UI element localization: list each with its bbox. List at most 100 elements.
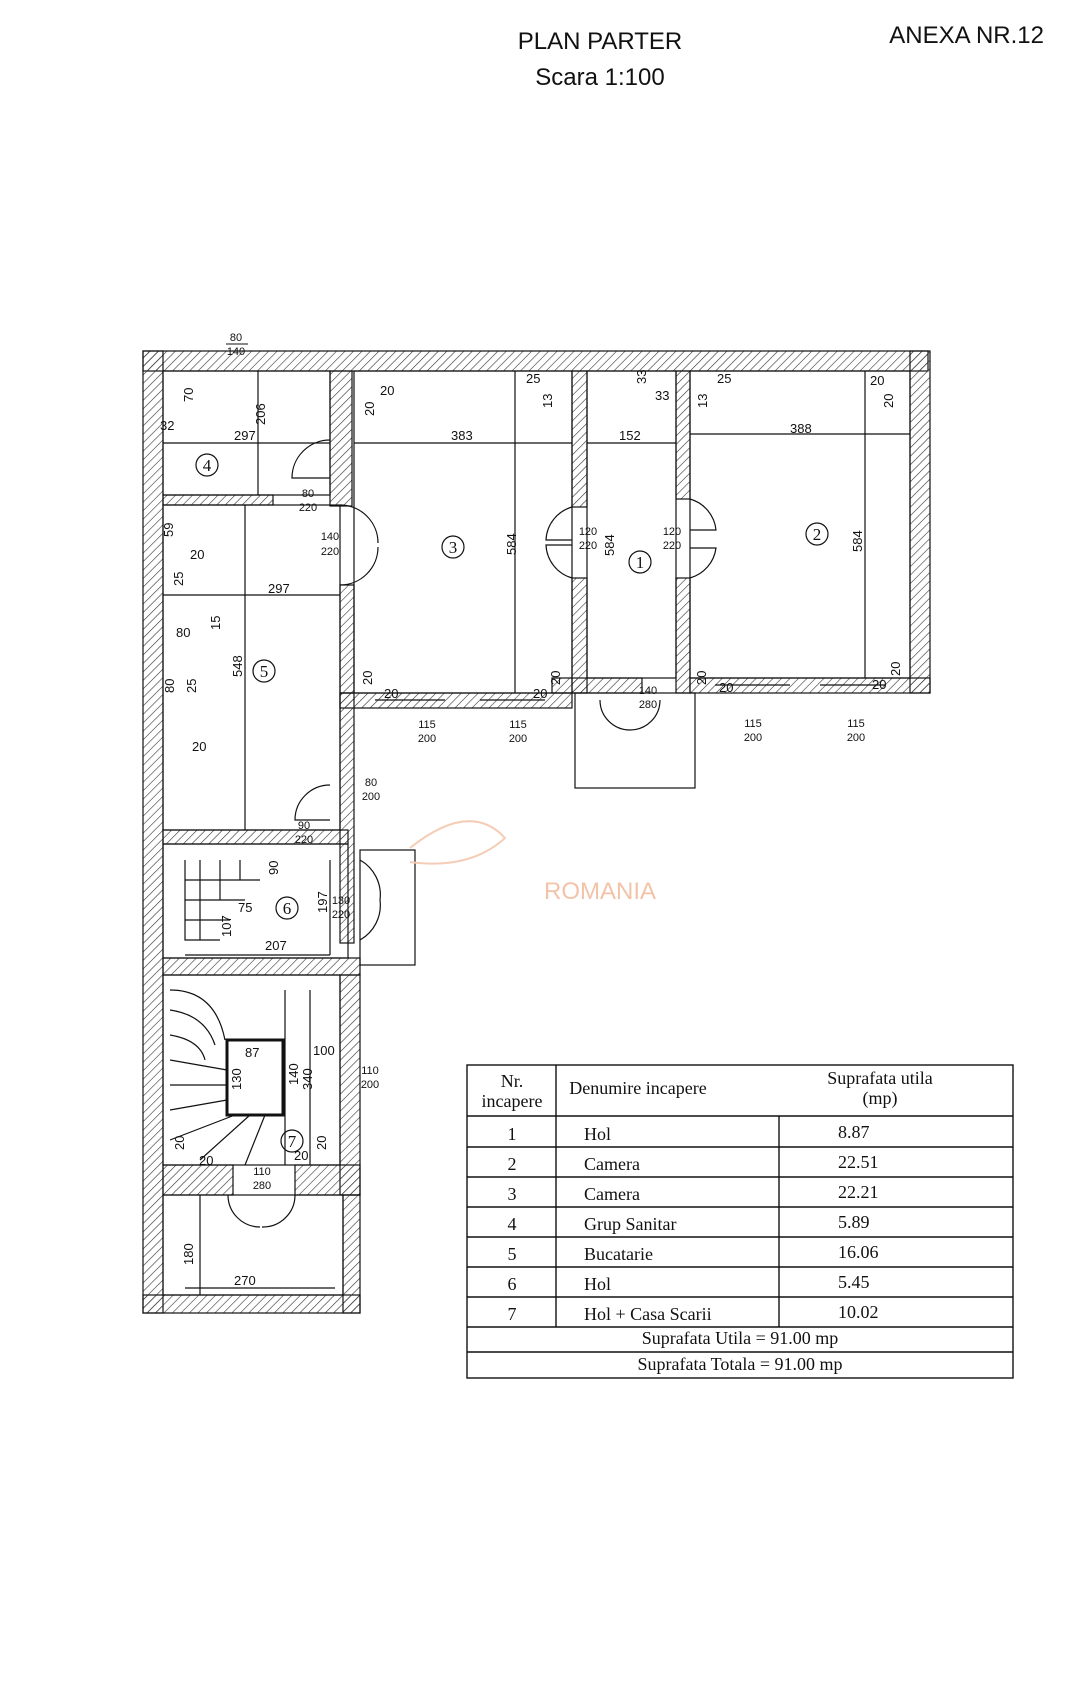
svg-text:2: 2	[813, 525, 822, 544]
dim-label: 20	[533, 686, 547, 701]
dim-label: 20	[294, 1148, 308, 1163]
dim-label: 140	[321, 531, 339, 543]
dim-label: 25	[171, 572, 186, 586]
dim-label: 340	[300, 1068, 315, 1090]
dim-label: 70	[181, 388, 196, 402]
room-number-7: 7	[280, 1129, 304, 1153]
dim-label: 297	[268, 581, 290, 596]
svg-text:8.87: 8.87	[838, 1122, 870, 1142]
svg-text:1: 1	[508, 1124, 517, 1144]
dim-label: 33	[634, 370, 649, 384]
total-area: Suprafata Totala = 91.00 mp	[637, 1354, 842, 1374]
dim-label: 220	[299, 502, 317, 514]
svg-text:3: 3	[508, 1184, 517, 1204]
table-row: 4 Grup Sanitar 5.89	[508, 1212, 870, 1234]
svg-text:22.21: 22.21	[838, 1182, 879, 1202]
dim-label: 80	[176, 625, 190, 640]
room-numbers: 4 3 1 2 5 6 7	[195, 453, 829, 1153]
dim-label: 20	[314, 1136, 329, 1150]
svg-text:Camera: Camera	[584, 1154, 640, 1174]
dim-label: 140	[639, 685, 657, 697]
dim-label: 220	[295, 834, 313, 846]
svg-text:4: 4	[508, 1214, 517, 1234]
dim-label: 180	[181, 1243, 196, 1265]
dim-label: 20	[199, 1153, 213, 1168]
dim-label: 20	[870, 373, 884, 388]
dim-label: 548	[230, 655, 245, 677]
col-header-nr-2: incapere	[482, 1091, 543, 1111]
dim-label: 33	[655, 388, 669, 403]
dimension-labels: 80 140 70 20 6 3 2 297 80 220 20 20 383 25…	[160, 332, 903, 1288]
room-number-4: 4	[195, 453, 219, 477]
dim-label: 200	[744, 732, 762, 744]
dim-label: 15	[208, 616, 223, 630]
dim-label: 280	[253, 1180, 271, 1192]
plan-scale: Scara 1:100	[535, 64, 665, 91]
dim-label: 75	[238, 900, 252, 915]
svg-text:6: 6	[508, 1274, 517, 1294]
dim-label: 110	[253, 1166, 271, 1178]
dim-label: 20	[190, 547, 204, 562]
svg-text:Hol: Hol	[584, 1124, 611, 1144]
dim-label: 87	[245, 1045, 259, 1060]
svg-text:Hol: Hol	[584, 1274, 611, 1294]
dim-label: 13	[540, 394, 555, 408]
dim-label: 197	[315, 891, 330, 913]
svg-text:Grup Sanitar: Grup Sanitar	[584, 1214, 676, 1234]
dim-label: 297	[234, 428, 256, 443]
area-table	[466, 1064, 1014, 1379]
dim-label: 13	[695, 394, 710, 408]
col-header-area: Suprafata utila	[827, 1068, 932, 1088]
area-table-text: Nr. incapere Denumire incapere Suprafata…	[482, 1068, 933, 1374]
dim-label: 59	[161, 523, 176, 537]
room-number-6: 6	[275, 896, 299, 920]
dim-label: 90	[298, 820, 310, 832]
dim-label: 20	[872, 677, 886, 692]
dim-label: 200	[418, 733, 436, 745]
dim-label: 200	[361, 1079, 379, 1091]
svg-text:7: 7	[508, 1304, 517, 1324]
dim-label: 200	[509, 733, 527, 745]
room-number-3: 3	[441, 535, 465, 559]
dim-label: 25	[184, 679, 199, 693]
watermark: ROMANIA	[409, 820, 656, 905]
dim-label: 20	[548, 671, 563, 685]
dim-label: 20	[719, 680, 733, 695]
dim-label: 584	[602, 534, 617, 556]
dim-label: 80	[365, 777, 377, 789]
room-number-1: 1	[628, 550, 652, 574]
dim-label: 20	[192, 739, 206, 754]
dim-label: 20	[888, 662, 903, 676]
col-header-area-2: (mp)	[863, 1088, 898, 1109]
table-row: 3 Camera 22.21	[508, 1182, 879, 1204]
col-header-nr: Nr.	[501, 1071, 524, 1091]
total-util-area: Suprafata Utila = 91.00 mp	[642, 1328, 839, 1348]
svg-text:1: 1	[636, 553, 645, 572]
dim-label: 110	[361, 1065, 379, 1077]
dim-label: 120	[663, 526, 681, 538]
svg-text:Hol + Casa Scarii: Hol + Casa Scarii	[584, 1304, 712, 1324]
dim-label: 120	[579, 526, 597, 538]
dim-label: 220	[332, 909, 350, 921]
dim-label: 115	[418, 719, 436, 731]
dim-label: 220	[579, 540, 597, 552]
dim-label: 20	[384, 686, 398, 701]
dim-label: 130	[332, 895, 350, 907]
dim-label: 388	[790, 421, 812, 436]
dim-label: 20	[380, 383, 394, 398]
dim-label: 383	[451, 428, 473, 443]
dim-label: 80	[162, 679, 177, 693]
dim-label: 130	[229, 1068, 244, 1090]
dim-label: 20	[172, 1136, 187, 1150]
room-outlines	[162, 370, 911, 1296]
svg-text:5.89: 5.89	[838, 1212, 870, 1232]
dim-label: 200	[847, 732, 865, 744]
room-number-2: 2	[805, 522, 829, 546]
dim-label: 584	[850, 530, 865, 552]
svg-text:7: 7	[288, 1132, 297, 1151]
dim-label: 20	[360, 671, 375, 685]
dim-label: 280	[639, 699, 657, 711]
svg-text:16.06: 16.06	[838, 1242, 879, 1262]
table-row: 6 Hol 5.45	[508, 1272, 870, 1294]
svg-text:3: 3	[449, 538, 458, 557]
